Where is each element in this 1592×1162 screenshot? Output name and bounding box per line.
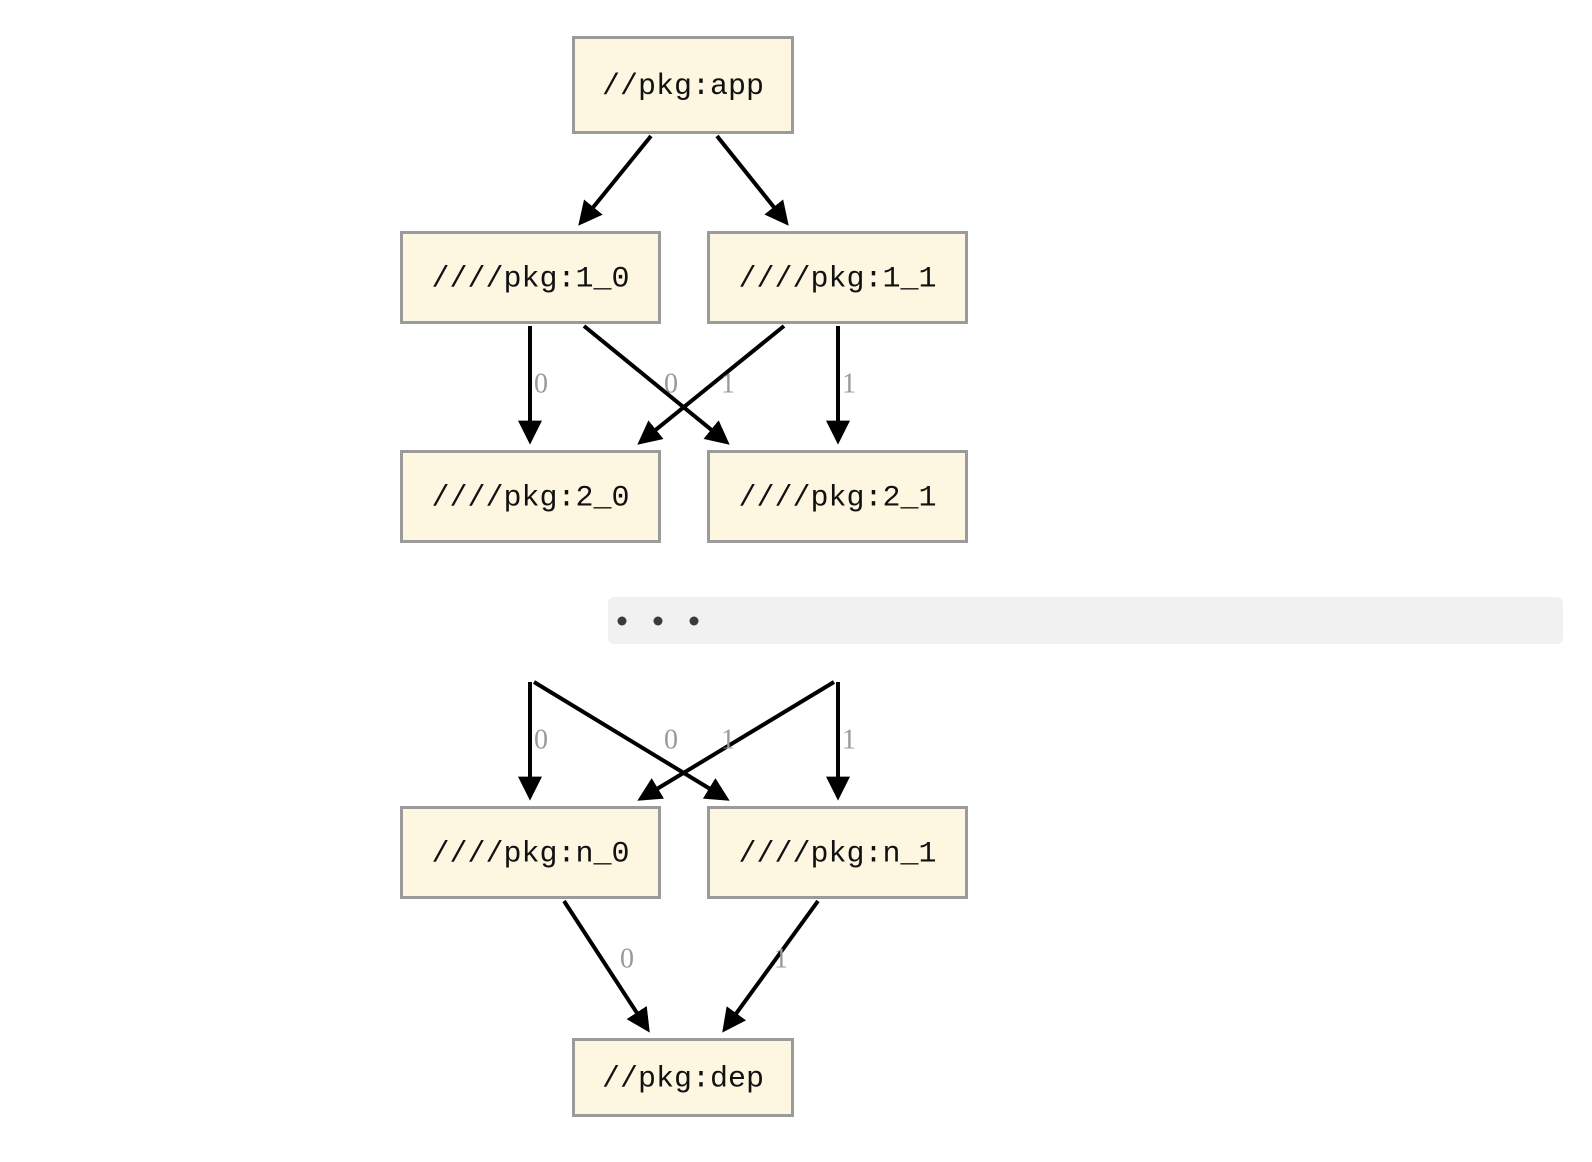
node-label: ////pkg:1_1 [738, 262, 936, 296]
edge-label: 1 [721, 368, 735, 399]
node-box[interactable] [572, 1038, 794, 1117]
graph-edge [637, 324, 786, 445]
edge-label: 1 [842, 724, 856, 755]
graph-edge [578, 134, 653, 226]
node-label: ////pkg:2_1 [738, 481, 936, 515]
node-box[interactable] [707, 231, 968, 324]
ellipsis-dot [689, 616, 699, 626]
node-box[interactable] [707, 450, 968, 543]
graph-node-n2_1[interactable]: ////pkg:2_1 [707, 450, 968, 543]
graph-edge [562, 899, 650, 1033]
node-label: ////pkg:n_1 [738, 837, 936, 871]
graph-node-nn_0[interactable]: ////pkg:n_0 [400, 806, 661, 899]
node-label: ////pkg:n_0 [431, 837, 629, 871]
graph-node-dep[interactable]: //pkg:dep [572, 1038, 794, 1117]
ellipsis-band [608, 597, 1563, 644]
edge-label: 0 [620, 943, 634, 974]
node-box[interactable] [400, 231, 661, 324]
edge-label: 0 [534, 368, 548, 399]
graph-edge [722, 899, 820, 1033]
edges-layer [518, 134, 850, 1033]
graph-node-nn_1[interactable]: ////pkg:n_1 [707, 806, 968, 899]
graph-edge [582, 324, 730, 445]
ellipsis-separator-layer [608, 597, 1563, 644]
graph-node-n1_1[interactable]: ////pkg:1_1 [707, 231, 968, 324]
edge-labels-layer: 0 0 1 1 0 0 1 1 0 1 [534, 368, 856, 974]
graph-edge [715, 134, 789, 226]
ellipsis-dot [617, 616, 627, 626]
edge-label: 0 [664, 368, 678, 399]
edge-label: 0 [664, 724, 678, 755]
edge-label: 1 [774, 943, 788, 974]
graph-node-app[interactable]: //pkg:app [572, 36, 794, 134]
ellipsis-dot [653, 616, 663, 626]
edge-label: 0 [534, 724, 548, 755]
graph-node-n1_0[interactable]: ////pkg:1_0 [400, 231, 661, 324]
node-box[interactable] [400, 806, 661, 899]
edge-label: 1 [842, 368, 856, 399]
node-box[interactable] [572, 36, 794, 134]
node-box[interactable] [400, 450, 661, 543]
node-label: ////pkg:2_0 [431, 481, 629, 515]
node-label: ////pkg:1_0 [431, 262, 629, 296]
graph-edge [637, 680, 836, 801]
graph-node-n2_0[interactable]: ////pkg:2_0 [400, 450, 661, 543]
node-label: //pkg:app [602, 70, 764, 104]
nodes-layer: //pkg:app ////pkg:1_0 ////pkg:1_1 ////pkg:2… [400, 36, 968, 1117]
graph-edge [532, 680, 730, 801]
node-box[interactable] [707, 806, 968, 899]
edge-label: 1 [721, 724, 735, 755]
node-label: //pkg:dep [602, 1062, 764, 1096]
